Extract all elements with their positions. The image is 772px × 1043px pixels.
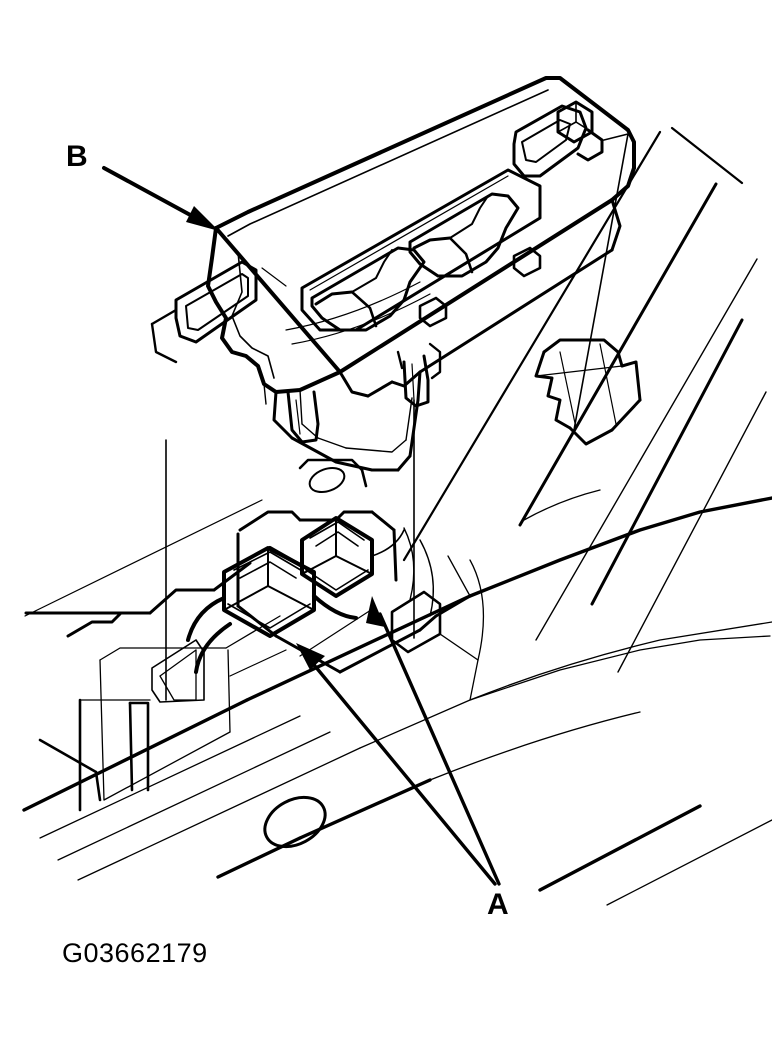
left-mounting-tab (286, 390, 320, 444)
callout-label-b: B (66, 140, 88, 173)
wire-left-lower (194, 622, 232, 674)
lock-button[interactable] (512, 104, 588, 178)
wire-between (268, 546, 304, 568)
leader-line-b (102, 166, 207, 225)
wire-right-lower (312, 594, 358, 620)
figure-caption: G03662179 (62, 938, 208, 968)
side-clip-right (512, 246, 542, 278)
arrowhead-a-right (366, 596, 385, 627)
leader-lines (102, 133, 629, 886)
power-window-master-switch (150, 76, 636, 472)
leader-line-a-right (378, 612, 501, 886)
leader-line-a-left (308, 658, 497, 886)
connectors-group (186, 516, 405, 674)
switch-mounting-opening (151, 458, 485, 703)
rocker-switch-rear[interactable] (408, 192, 520, 278)
callout-label-a: A (487, 888, 509, 921)
arrowhead-b (186, 206, 219, 231)
alignment-line-corner (573, 133, 629, 431)
armrest-bracket (534, 338, 642, 446)
door-trim-panel (22, 126, 772, 906)
wire-left-upper (186, 596, 226, 642)
right-mounting-tab (402, 354, 430, 408)
left-bezel-recess (150, 260, 258, 364)
left-mounting-slot (151, 639, 205, 703)
arrowhead-a-left (296, 643, 325, 670)
connector-right (300, 516, 374, 598)
side-clip-mid (418, 296, 448, 328)
door-panel-oval-hole (263, 795, 327, 849)
switch-recess (300, 168, 542, 332)
switch-corner-tab (556, 100, 604, 162)
upper-panel-oval-hole (308, 466, 346, 494)
